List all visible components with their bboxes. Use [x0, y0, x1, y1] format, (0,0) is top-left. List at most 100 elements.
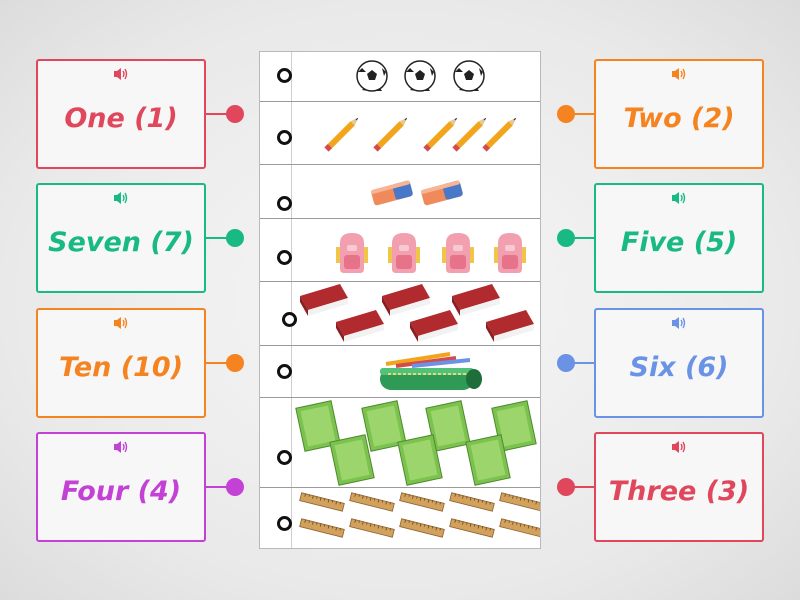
- picture-row-pencil-case[interactable]: [260, 346, 540, 398]
- word-card-four[interactable]: Four (4): [36, 432, 206, 542]
- connector-dot[interactable]: [226, 478, 244, 496]
- notebook-icon: [329, 434, 375, 486]
- book-icon: [410, 310, 458, 342]
- speaker-icon[interactable]: [671, 316, 687, 330]
- ruler-icon: [399, 518, 445, 538]
- speaker-icon[interactable]: [671, 67, 687, 81]
- pencil-icon: [373, 117, 408, 152]
- ruler-icon: [499, 492, 540, 512]
- pencil-icon: [452, 117, 487, 152]
- picture-row-rulers[interactable]: [260, 488, 540, 550]
- connector-dot[interactable]: [226, 105, 244, 123]
- speaker-icon[interactable]: [113, 440, 129, 454]
- soccer-ball-icon: [404, 60, 436, 92]
- word-card-six[interactable]: Six (6): [594, 308, 764, 418]
- soccer-ball-icon: [356, 60, 388, 92]
- notebook-icon: [361, 400, 407, 452]
- ruler-icon: [449, 492, 495, 512]
- word-card-label: Ten (10): [58, 351, 184, 383]
- word-card-one[interactable]: One (1): [36, 59, 206, 169]
- notebook-icons: [260, 398, 538, 487]
- book-icon: [452, 284, 500, 316]
- book-icon: [336, 310, 384, 342]
- picture-sheet: [259, 51, 541, 549]
- book-icons: [260, 282, 538, 345]
- notebook-icon: [425, 400, 471, 452]
- word-card-label: Four (4): [60, 475, 182, 507]
- connector-dot[interactable]: [226, 229, 244, 247]
- ruler-icon: [399, 492, 445, 512]
- soccer-ball-icons: [296, 52, 538, 101]
- ruler-icon: [449, 518, 495, 538]
- pencil-case-icons: [296, 346, 538, 397]
- book-icon: [486, 310, 534, 342]
- ruler-icon: [299, 492, 345, 512]
- word-card-five[interactable]: Five (5): [594, 183, 764, 293]
- word-card-ten[interactable]: Ten (10): [36, 308, 206, 418]
- book-icon: [300, 284, 348, 316]
- word-card-label: Seven (7): [48, 226, 194, 258]
- row-connector-hole[interactable]: [282, 312, 297, 327]
- row-connector-hole[interactable]: [277, 450, 292, 465]
- row-connector-hole[interactable]: [277, 364, 292, 379]
- row-connector-hole[interactable]: [277, 130, 292, 145]
- ruler-icon: [499, 518, 540, 538]
- notebook-icon: [491, 400, 537, 452]
- ruler-icon: [299, 518, 345, 538]
- ruler-icons: [260, 488, 540, 550]
- word-card-seven[interactable]: Seven (7): [36, 183, 206, 293]
- book-icon: [382, 284, 430, 316]
- pencil-icon: [324, 117, 359, 152]
- row-connector-hole[interactable]: [277, 196, 292, 211]
- notebook-icon: [397, 434, 443, 486]
- pencil-icons: [296, 102, 538, 164]
- eraser-icon: [371, 180, 413, 206]
- soccer-ball-icon: [453, 60, 485, 92]
- row-connector-hole[interactable]: [277, 516, 292, 531]
- connector-line: [206, 486, 234, 488]
- word-card-label: Five (5): [620, 226, 738, 258]
- picture-row-erasers[interactable]: [260, 165, 540, 219]
- backpack-icon: [388, 233, 420, 273]
- word-card-three[interactable]: Three (3): [594, 432, 764, 542]
- connector-line: [206, 113, 234, 115]
- word-card-label: One (1): [64, 102, 178, 134]
- pencil-icon: [423, 117, 458, 152]
- ruler-icon: [349, 492, 395, 512]
- word-card-label: Two (2): [623, 102, 735, 134]
- connector-line: [566, 113, 594, 115]
- connector-line: [566, 362, 594, 364]
- pencil-case-icon: [376, 352, 484, 394]
- backpack-icon: [494, 233, 526, 273]
- connector-dot[interactable]: [226, 354, 244, 372]
- speaker-icon[interactable]: [113, 316, 129, 330]
- picture-row-books[interactable]: [260, 282, 540, 346]
- word-card-label: Six (6): [629, 351, 729, 383]
- eraser-icon: [421, 180, 463, 206]
- sheet-margin-line: [291, 52, 292, 548]
- picture-row-pencils[interactable]: [260, 102, 540, 165]
- eraser-icons: [296, 165, 538, 218]
- backpack-icon: [336, 233, 368, 273]
- connector-line: [566, 237, 594, 239]
- word-card-two[interactable]: Two (2): [594, 59, 764, 169]
- backpack-icons: [296, 219, 538, 281]
- word-card-label: Three (3): [608, 475, 750, 507]
- connector-line: [206, 362, 234, 364]
- speaker-icon[interactable]: [671, 191, 687, 205]
- picture-row-soccer-balls[interactable]: [260, 52, 540, 102]
- picture-row-backpacks[interactable]: [260, 219, 540, 282]
- notebook-icon: [295, 400, 341, 452]
- picture-row-notebooks[interactable]: [260, 398, 540, 488]
- row-connector-hole[interactable]: [277, 68, 292, 83]
- speaker-icon[interactable]: [671, 440, 687, 454]
- row-connector-hole[interactable]: [277, 250, 292, 265]
- speaker-icon[interactable]: [113, 191, 129, 205]
- speaker-icon[interactable]: [113, 67, 129, 81]
- notebook-icon: [465, 434, 511, 486]
- pencil-icon: [482, 117, 517, 152]
- connector-line: [566, 486, 594, 488]
- backpack-icon: [442, 233, 474, 273]
- ruler-icon: [349, 518, 395, 538]
- connector-line: [206, 237, 234, 239]
